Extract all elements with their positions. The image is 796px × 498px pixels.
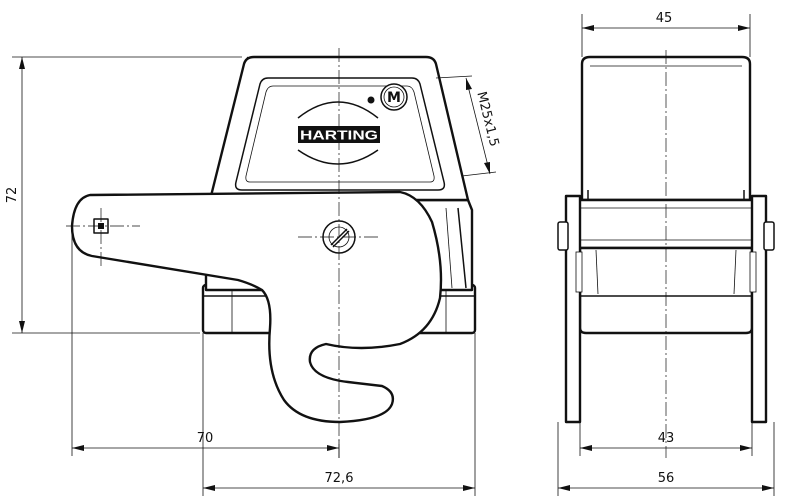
dim-front-width-outer: 56 [658, 471, 675, 486]
dim-front-width-top: 45 [656, 11, 673, 26]
dim-front-width-inner: 43 [658, 431, 675, 446]
dim-overall-height: 72 [5, 187, 20, 204]
front-view [557, 50, 775, 458]
locking-lever [70, 190, 443, 424]
dim-thread: M25x1,5 [473, 90, 501, 148]
side-view: HARTING M [66, 48, 477, 458]
brand-text: HARTING [300, 128, 378, 143]
dim-overall-length: 72,6 [325, 471, 354, 486]
m-badge: M [367, 83, 408, 111]
side-center-lines [66, 48, 380, 458]
harting-logo: HARTING [297, 101, 380, 165]
dim-lever-length: 70 [197, 431, 214, 446]
badge-letter: M [387, 90, 401, 106]
